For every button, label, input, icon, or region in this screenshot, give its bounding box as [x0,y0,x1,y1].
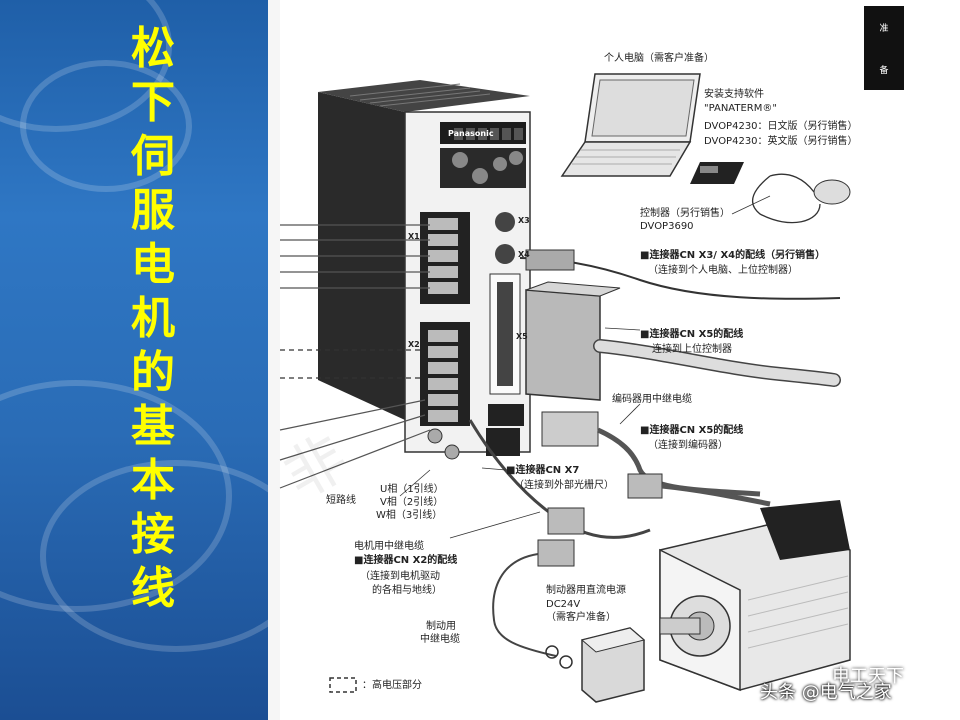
label-software: 安装支持软件 [704,89,764,100]
encoder-connector [541,411,599,447]
title-char: 下 [131,77,175,128]
leader-lines [399,195,771,539]
hv-legend-box [329,677,357,693]
title-char: 本 [131,455,175,506]
label-brake-cable: 制动用 [426,621,456,632]
x3-label: X3 [518,216,530,225]
x1-label: X1 [408,232,420,241]
label-cn-x2-sub1: （连接到电机驱动 [360,571,440,582]
title-char: 松 [131,23,175,74]
x3-x4-plug [525,249,575,271]
label-panaterm: "PANATERM®" [704,103,777,114]
corner-tab-char: 准 [879,23,889,34]
power-supply-top [580,627,646,653]
motor-cable-plug [547,507,585,535]
label-cn-x5-enc-sub: （连接到编码器） [648,440,728,451]
label-pc: 个人电脑（需客户准备） [604,53,714,64]
brake-terminal [559,655,573,669]
label-brake-voltage: DC24V [546,599,581,610]
x5-label: X5 [516,332,528,341]
label-cn-x7-sub: （连接到外部光栅尺） [514,480,614,491]
label-v-phase: V相（2引线） [380,497,444,508]
label-w-phase: W相（3引线） [376,510,443,521]
x5-connector-body [525,289,601,401]
label-brake-cable-2: 中继电缆 [420,634,460,645]
port-x3 [495,212,515,232]
brake-terminal [545,645,559,659]
set-button [472,168,488,184]
swirl-decoration [20,60,192,192]
divider-strip [268,0,280,720]
x4-label: X4 [518,250,530,259]
left-title-panel: 松 下 伺 服 电 机 的 基 本 接 线 [0,0,268,720]
down-button [493,157,507,171]
label-controller-model: DVOP3690 [640,221,694,232]
controller-pad [813,179,851,205]
driver-top [318,80,530,112]
ground-screw [444,444,460,460]
brand-label: Panasonic [448,129,494,138]
label-cn-x5-top-sub: 连接到上位控制器 [652,344,732,355]
label-encoder-cable: 编码器用中继电缆 [612,394,692,405]
label-dvop-jp: DVOP4230：日文版（另行销售） [704,121,858,132]
label-hv-legend: ：高电压部分 [362,680,422,691]
title-char: 伺 [131,131,175,182]
title-char: 电 [131,239,175,290]
swirl-decoration [40,460,268,652]
motor-fins [747,575,849,649]
title-char: 服 [131,185,175,236]
label-brake-power: 制动器用直流电源 [546,585,626,596]
brake-cable-plug [537,539,575,567]
corner-tab: 准 备 [864,6,904,90]
motor-shaft [659,617,701,635]
x2-terminals [428,330,458,422]
laptop-keyboard [560,141,692,177]
motor-encoder-cover [760,500,850,560]
title-char: 机 [131,293,175,344]
label-cn-x2: ■连接器CN X2的配线 [354,555,458,566]
x5-pins [497,282,513,386]
title-char: 接 [131,509,175,560]
title-char: 线 [131,563,175,614]
port-x4 [495,244,515,264]
title-char: 的 [131,347,175,398]
label-cn-x2-sub2: 的各相与地线） [372,585,442,596]
label-cn-x7: ■连接器CN X7 [506,465,580,476]
label-u-phase: U相（1引线） [380,484,444,495]
connector-x6 [488,404,524,426]
encoder-cable-to-motor [661,483,771,507]
label-cn-x3x4: ■连接器CN X3/ X4的配线（另行销售） [640,250,826,261]
display-digits [454,128,523,140]
page-title: 松 下 伺 服 电 机 的 基 本 接 线 [128,22,178,616]
label-cn-x3x4-sub: （连接到个人电脑、上位控制器） [648,265,798,276]
encoder-plug [627,473,663,499]
laptop-display [591,79,695,137]
label-short-wire: 短路线 [326,495,356,506]
title-char: 基 [131,401,175,452]
label-brake-power-note: （需客户准备） [546,612,616,623]
brake-cable [492,553,557,657]
label-dvop-en: DVOP4230：英文版（另行销售） [704,136,858,147]
label-cn-x5-enc: ■连接器CN X5的配线 [640,425,744,436]
mode-button [452,152,468,168]
label-controller: 控制器（另行销售） [640,208,730,219]
ground-screw [427,428,443,444]
controller-cable [751,173,821,224]
x5-cable-inner [594,340,840,386]
watermark-logo: 电工天下 [832,666,904,687]
corner-tab-char: 备 [879,65,889,76]
up-button [509,151,523,165]
watermark-text: 头条 @电气之家 [760,682,892,703]
x1-terminals [428,218,458,294]
x2-wires [279,399,431,489]
laptop-keys [572,149,680,165]
x2-label: X2 [408,340,420,349]
disk-label [700,166,718,173]
label-motor-cable: 电机用中继电缆 [354,541,424,552]
x5-connector-top [525,281,621,297]
x1-wires [280,224,430,289]
label-cn-x5-top: ■连接器CN X5的配线 [640,329,744,340]
heatsink-fins [349,83,491,107]
